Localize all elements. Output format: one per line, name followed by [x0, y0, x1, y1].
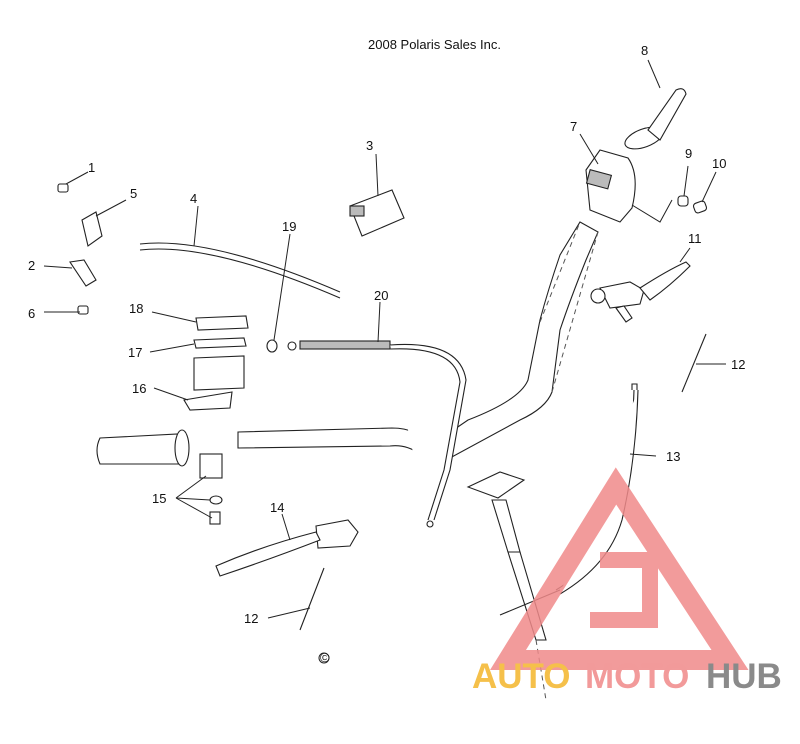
watermark-text: AUTO MOTO HUB [472, 657, 782, 696]
o-ring [266, 339, 278, 353]
left-brake-lever [215, 519, 359, 577]
callout-1: 1 [88, 160, 95, 175]
clamp-bolt [209, 511, 221, 525]
callout-16: 16 [132, 381, 146, 396]
callout-19: 19 [282, 219, 296, 234]
callout-18: 18 [129, 301, 143, 316]
part-2-bracket [69, 259, 97, 287]
callout-17: 17 [128, 345, 142, 360]
part-5-bracket [81, 211, 103, 247]
callout-14: 14 [270, 500, 284, 515]
watermark-auto: AUTO [472, 657, 571, 696]
bolt-lower [299, 567, 325, 631]
watermark-moto: MOTO [585, 657, 689, 696]
right-grip [624, 88, 687, 150]
brake-line [139, 242, 341, 299]
callout-9: 9 [685, 146, 692, 161]
callout-group: 1 2 3 4 5 6 7 8 9 10 11 12 12 [28, 43, 745, 665]
cable-assembly [287, 340, 467, 528]
callout-15: 15 [152, 491, 166, 506]
right-brake-lever [590, 261, 691, 323]
callout-12-lower: 12 [244, 611, 258, 626]
copyright-symbol: © [320, 650, 330, 665]
part-1-screw [57, 183, 69, 193]
callout-8: 8 [641, 43, 648, 58]
reservoir-cap [195, 315, 249, 331]
washer [209, 495, 223, 505]
part-9-spacer [677, 195, 689, 207]
part-10-screw [692, 200, 708, 214]
diaphragm [193, 337, 247, 349]
throttle-housing [585, 149, 673, 223]
watermark-hub: HUB [706, 657, 782, 696]
callout-2: 2 [28, 258, 35, 273]
callout-12-upper: 12 [731, 357, 745, 372]
callout-13: 13 [666, 449, 680, 464]
callout-11: 11 [688, 231, 702, 246]
copyright-caption: 2008 Polaris Sales Inc. [368, 37, 501, 52]
master-cylinder [183, 355, 245, 411]
clamp-block [199, 453, 223, 479]
callout-7: 7 [570, 119, 577, 134]
callout-4: 4 [190, 191, 197, 206]
bolt-upper [681, 333, 707, 393]
watermark-logo [490, 467, 749, 670]
callout-20: 20 [374, 288, 388, 303]
callout-6: 6 [28, 306, 35, 321]
left-grip [96, 429, 190, 467]
callout-10: 10 [712, 156, 726, 171]
switch-assembly [349, 189, 405, 237]
callout-3: 3 [366, 138, 373, 153]
callout-5: 5 [130, 186, 137, 201]
part-6-bolt [77, 305, 89, 315]
